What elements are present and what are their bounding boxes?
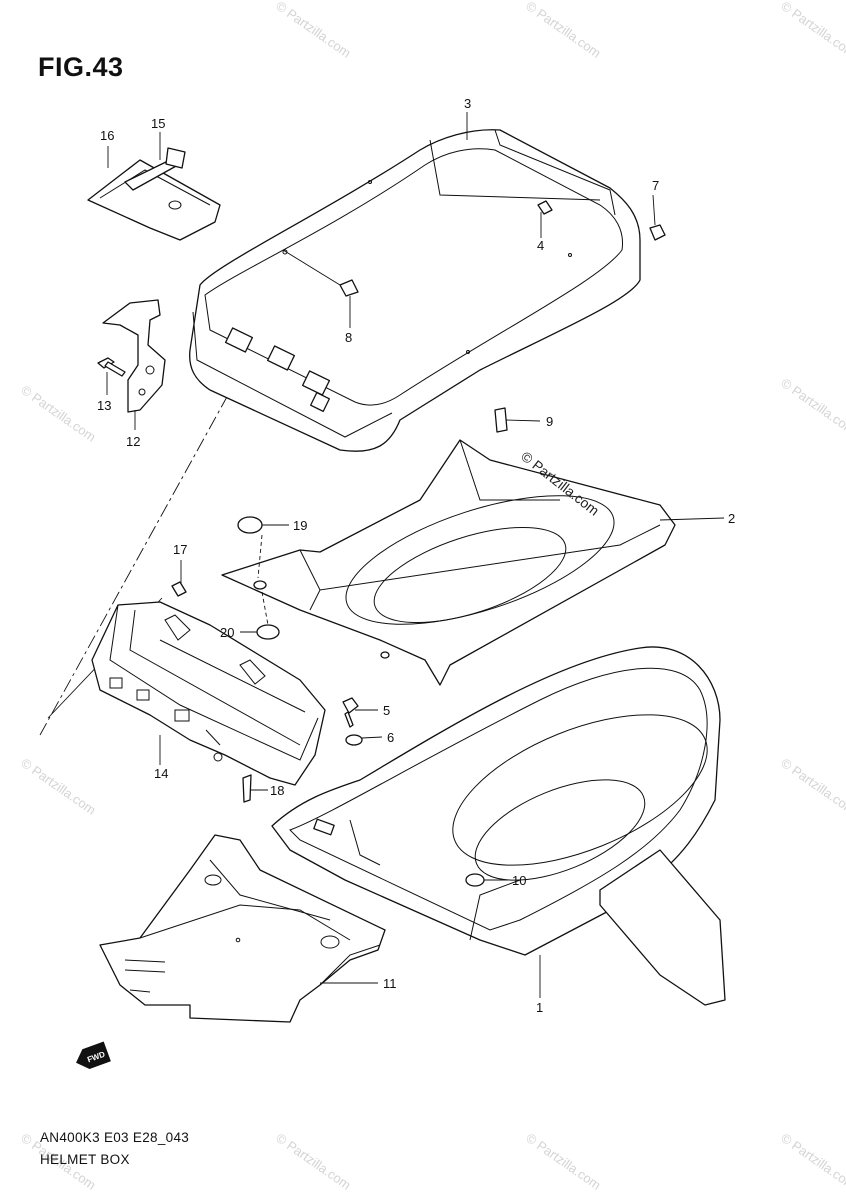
fasteners bbox=[171, 200, 666, 887]
leader-lines bbox=[106, 112, 725, 998]
watermark: © Partzilla.com bbox=[523, 1130, 603, 1193]
bracket-cover bbox=[91, 601, 326, 786]
cover-plate bbox=[87, 159, 221, 241]
part-label-6: 6 bbox=[387, 730, 394, 745]
part-label-14: 14 bbox=[154, 766, 168, 781]
helmet-box-lid bbox=[189, 129, 641, 452]
part-label-5: 5 bbox=[383, 703, 390, 718]
screw-4 bbox=[537, 200, 553, 215]
clip-9 bbox=[494, 407, 508, 433]
part-label-8: 8 bbox=[345, 330, 352, 345]
bracket bbox=[102, 299, 166, 413]
bolt-5 bbox=[342, 697, 359, 728]
grommet-10 bbox=[465, 873, 485, 887]
part-labels: 3 16 15 7 4 8 13 12 9 2 19 17 20 5 6 14 … bbox=[97, 96, 735, 1015]
part-label-2: 2 bbox=[728, 511, 735, 526]
nut-7 bbox=[649, 224, 666, 241]
model-code: AN400K3 E03 E28_043 bbox=[40, 1130, 190, 1145]
part-label-7: 7 bbox=[652, 178, 659, 193]
watermark: © Partzilla.com bbox=[273, 1130, 353, 1193]
watermark: © Partzilla.com bbox=[778, 1130, 846, 1193]
screw-18 bbox=[242, 774, 252, 803]
lower-panel bbox=[99, 834, 386, 1023]
part-label-18: 18 bbox=[270, 783, 284, 798]
part-label-13: 13 bbox=[97, 398, 111, 413]
part-label-11: 11 bbox=[383, 976, 397, 991]
watermark: © Partzilla.com bbox=[778, 755, 846, 818]
grommet-20 bbox=[256, 624, 280, 640]
part-label-17: 17 bbox=[173, 542, 187, 557]
watermark: © Partzilla.com bbox=[778, 0, 846, 61]
part-label-4: 4 bbox=[537, 238, 544, 253]
screw-8 bbox=[339, 279, 359, 297]
part-label-20: 20 bbox=[220, 625, 234, 640]
part-label-1: 1 bbox=[536, 1000, 543, 1015]
section-name: HELMET BOX bbox=[40, 1152, 130, 1167]
figure-title: FIG.43 bbox=[38, 52, 124, 82]
watermark: © Partzilla.com bbox=[778, 375, 846, 438]
helmet-box-body bbox=[271, 646, 726, 1006]
grommet-19 bbox=[237, 516, 263, 534]
part-label-10: 10 bbox=[512, 873, 526, 888]
front-direction-marker: FWD bbox=[76, 1041, 111, 1070]
part-label-15: 15 bbox=[151, 116, 165, 131]
watermark: © Partzilla.com bbox=[18, 382, 98, 445]
part-label-16: 16 bbox=[100, 128, 114, 143]
part-label-19: 19 bbox=[293, 518, 307, 533]
part-label-9: 9 bbox=[546, 414, 553, 429]
watermark: © Partzilla.com bbox=[523, 0, 603, 61]
part-label-3: 3 bbox=[464, 96, 471, 111]
clip bbox=[124, 147, 186, 191]
part-label-12: 12 bbox=[126, 434, 140, 449]
washer-6 bbox=[345, 734, 363, 746]
watermark: © Partzilla.com bbox=[18, 755, 98, 818]
bolt-13 bbox=[97, 357, 126, 377]
screw-17 bbox=[171, 581, 187, 597]
watermark: © Partzilla.com bbox=[273, 0, 353, 61]
inner-tray bbox=[221, 439, 676, 686]
